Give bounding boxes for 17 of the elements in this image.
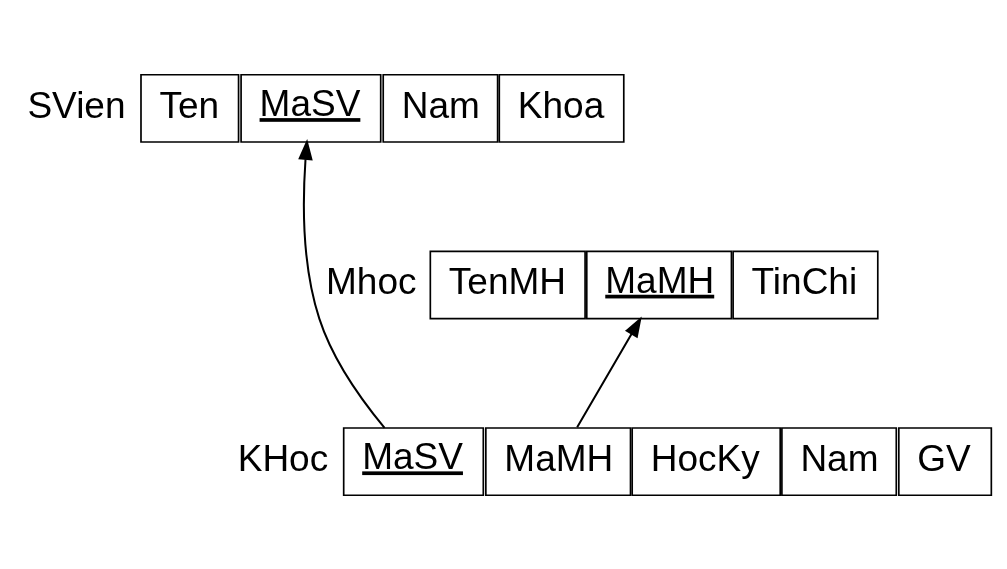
node-box: TenMH bbox=[429, 250, 586, 319]
node-box: MaMH bbox=[585, 250, 733, 319]
label: KHoc bbox=[237, 437, 329, 479]
node-box: Ten bbox=[140, 73, 240, 143]
node-box: MaSV bbox=[342, 426, 485, 496]
node-box: TinChi bbox=[732, 250, 879, 319]
node-box: Nam bbox=[781, 426, 898, 496]
arrow bbox=[576, 316, 642, 428]
node-box: GV bbox=[897, 426, 993, 496]
node-box: Khoa bbox=[498, 73, 625, 143]
label: Mhoc bbox=[326, 260, 417, 302]
node-box: HocKy bbox=[631, 426, 782, 496]
arrow bbox=[298, 138, 386, 428]
node-box: Nam bbox=[382, 73, 499, 143]
node-box: MaMH bbox=[485, 426, 632, 496]
label: SVien bbox=[27, 84, 126, 126]
node-box: MaSV bbox=[240, 73, 382, 143]
